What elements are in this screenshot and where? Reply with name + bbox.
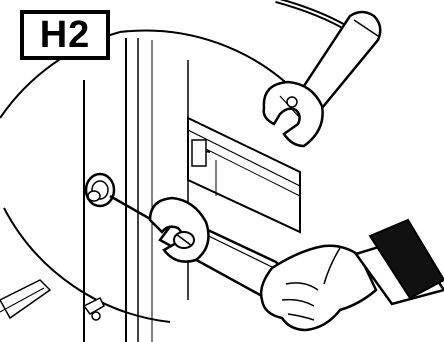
step-label: H2 (20, 10, 110, 60)
side-rail (188, 118, 300, 232)
hand-icon (261, 220, 444, 330)
lower-bracket (0, 280, 104, 320)
rotation-arrow-icon (276, 0, 350, 30)
bolt-icon (86, 174, 114, 206)
